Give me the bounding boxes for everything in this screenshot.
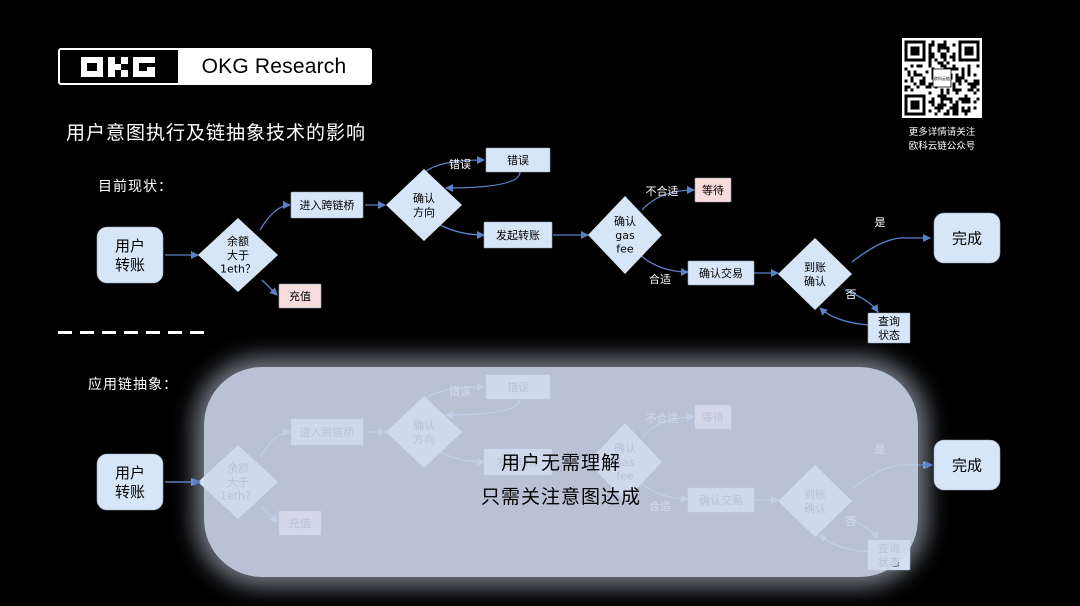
node-query-status: [867, 312, 911, 344]
okg-logo-text: OKG Research: [178, 50, 370, 83]
node-confirm-direction: [386, 169, 462, 241]
qr-caption-line1: 更多详情请关注: [908, 127, 976, 138]
arrow-arrival-to-done: [851, 234, 931, 263]
edge-label-yes: 是: [875, 216, 886, 229]
node-error: [485, 147, 551, 173]
qr-center-label: 欧科云链: [934, 75, 950, 81]
node-done-label: 完成: [952, 229, 982, 247]
abstraction-message: 用户无需理解 只需关注意图达成: [204, 446, 918, 514]
arrow-error-back: [445, 171, 521, 192]
node-arrival-check-label: 到账确认: [804, 261, 826, 288]
node-confirm-direction-label: 确认方向: [413, 192, 435, 219]
node-user-transfer: [96, 226, 164, 284]
node-enter-bridge: [290, 191, 364, 219]
arrow-confirm-to-error: [424, 156, 485, 173]
arrow-balance-to-recharge: [261, 279, 278, 296]
qr-code-icon: 欧科云链: [904, 40, 980, 116]
node-confirm-tx: [687, 260, 755, 286]
node-wait: [694, 177, 732, 203]
edge-label-no: 否: [846, 288, 857, 301]
node-query-status-label: 查询状态: [878, 314, 900, 342]
node-recharge-label: 充值: [289, 289, 311, 303]
section-divider: [58, 331, 212, 334]
node-wait-label: 等待: [702, 183, 724, 197]
node-error-label: 错误: [507, 153, 529, 167]
node-confirm-tx-label: 确认交易: [699, 266, 743, 280]
arrow-gas-to-confirm-tx: [639, 254, 689, 276]
abstraction-message-line1: 用户无需理解: [500, 452, 621, 474]
okg-logo-mark: [60, 50, 178, 83]
qr-code: 欧科云链: [902, 38, 982, 118]
edge-label-not-ok: 不合适: [646, 184, 679, 198]
node-start-transfer: [483, 221, 553, 249]
node-start-transfer-label: 发起转账: [496, 228, 540, 242]
page-title: 用户意图执行及链抽象技术的影响: [66, 122, 367, 144]
node-arrival-check: [778, 238, 852, 310]
abstraction-overlay: [204, 367, 918, 577]
current-section-label: 目前现状：: [98, 179, 173, 195]
node-user-transfer-label: 用户转账: [115, 237, 145, 274]
arrow-arrival-to-query: [844, 289, 879, 313]
okg-logo: OKG Research: [58, 48, 372, 85]
arrow-gas-to-wait: [641, 186, 695, 211]
arrow-query-back: [819, 307, 869, 326]
node-balance-check: [198, 218, 278, 292]
node-recharge: [278, 283, 322, 309]
arrow-balance-to-bridge: [259, 201, 291, 231]
qr-caption: 更多详情请关注 欧科云链公众号: [892, 126, 992, 154]
arrow-confirm-to-transfer: [439, 224, 485, 239]
abstraction-message-line2: 只需关注意图达成: [480, 486, 641, 508]
abstraction-section-label: 应用链抽象：: [88, 377, 178, 393]
node-done: [933, 212, 1001, 264]
node-enter-bridge-label: 进入跨链桥: [300, 198, 355, 212]
edge-label-ok: 合适: [649, 272, 671, 286]
okg-logo-icon: [81, 56, 155, 77]
edge-label-error: 错误: [449, 157, 471, 171]
qr-caption-line2: 欧科云链公众号: [908, 141, 976, 152]
node-confirm-gas: [588, 196, 662, 274]
